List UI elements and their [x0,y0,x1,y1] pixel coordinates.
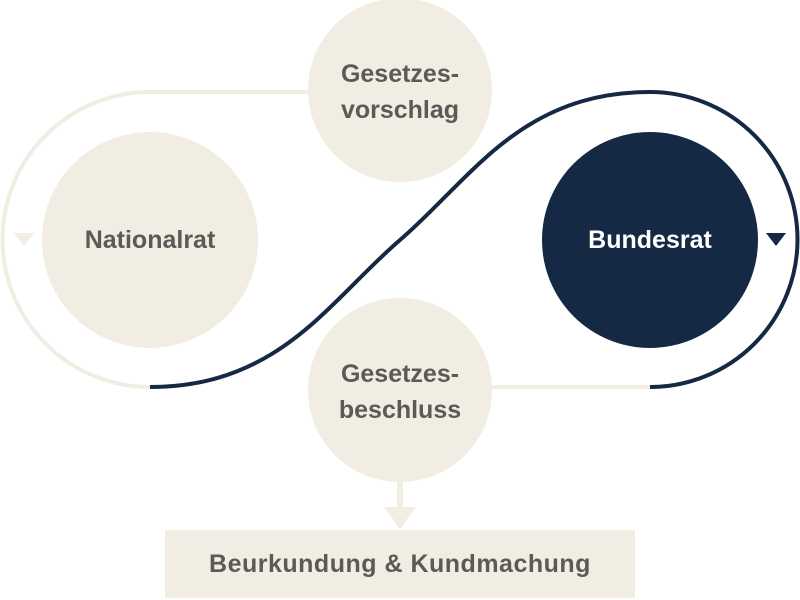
bundesrat-label: Bundesrat [588,226,712,254]
proposal-node[interactable]: Gesetzes- vorschlag [308,40,492,144]
s-curve-path [149,90,651,389]
down-arrow-final-icon [384,507,416,529]
nationalrat-circle [42,132,258,348]
resolution-node[interactable]: Gesetzes- beschluss [308,340,492,444]
bundesrat-loop-path [649,90,800,389]
final-step-box[interactable]: Beurkundung & Kundmachung [165,530,635,598]
bundesrat-node[interactable]: Bundesrat [542,220,758,260]
proposal-circle [308,0,492,182]
bundesrat-circle [542,132,758,348]
proposal-label-line2: vorschlag [340,96,460,124]
resolution-circle [308,298,492,482]
nationalrat-loop-path [0,90,310,389]
down-arrow-left-icon [14,233,34,246]
final-step-label: Beurkundung & Kundmachung [209,549,591,578]
nationalrat-node[interactable]: Nationalrat [42,220,258,260]
nationalrat-label: Nationalrat [84,226,216,254]
proposal-label-line1: Gesetzes- [340,60,460,88]
resolution-label-line1: Gesetzes- [340,360,460,388]
resolution-label-line2: beschluss [338,396,462,424]
down-arrow-right-icon [766,233,786,246]
